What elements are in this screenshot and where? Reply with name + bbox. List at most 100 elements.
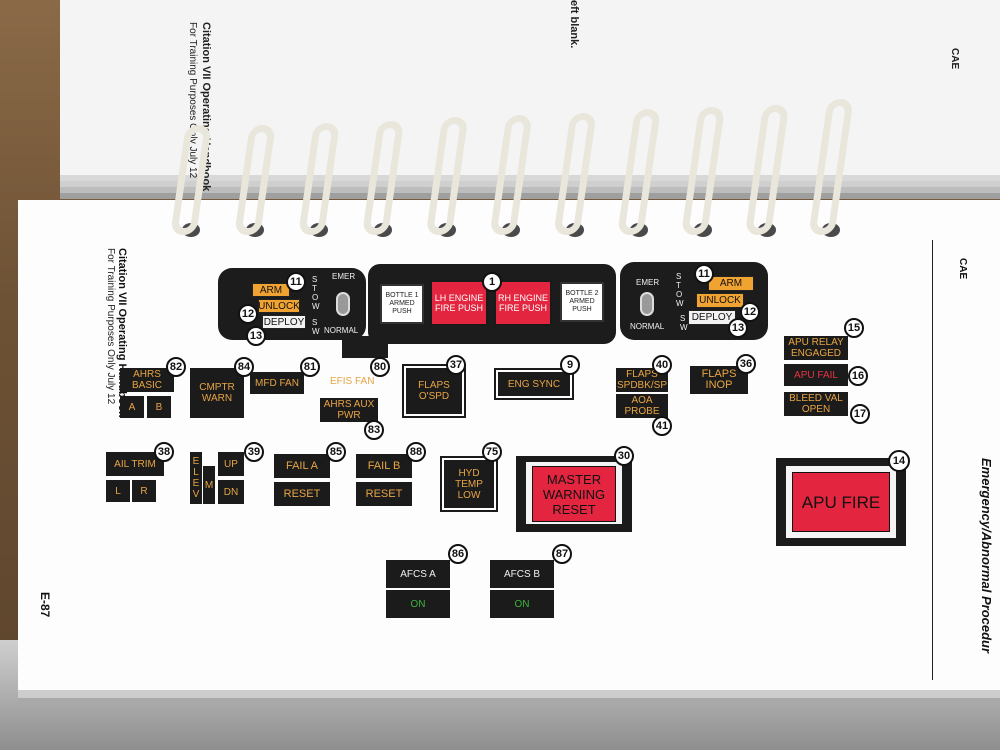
hyd-temp-low-annunciator: HYD TEMP LOW — [440, 456, 498, 512]
apu-relay-engaged-annunciator: APU RELAY ENGAGED — [784, 336, 848, 360]
callout-14: 14 — [888, 450, 910, 472]
afcs-a-on-annunciator: ON — [386, 590, 450, 618]
callout-80: 80 — [370, 357, 390, 377]
ahrs-a-annunciator: A — [120, 396, 144, 418]
callout-30: 30 — [614, 446, 634, 466]
callout-75: 75 — [482, 442, 502, 462]
ring-hole — [758, 223, 776, 237]
right-emer-label: EMER — [636, 278, 660, 287]
eng-sync-annunciator: ENG SYNC — [494, 368, 574, 400]
left-emer-label: EMER — [332, 272, 356, 281]
left-unlock-light: UNLOCK — [258, 299, 300, 313]
left-arm-light: ARM — [252, 283, 290, 297]
callout-83: 83 — [364, 420, 384, 440]
binder-ring — [681, 107, 725, 235]
right-deploy-light: DEPLOY — [688, 310, 736, 325]
callout-1: 1 — [482, 272, 502, 292]
section-title: Emergency/Abnormal Procedur — [979, 458, 994, 654]
binder-ring — [808, 99, 854, 235]
binder-ring — [170, 125, 212, 235]
page-logo: CAE — [957, 258, 968, 280]
callout-88: 88 — [406, 442, 426, 462]
callout-41: 41 — [652, 416, 672, 436]
fail-a-annunciator: FAIL A — [274, 454, 330, 478]
callout-86: 86 — [448, 544, 468, 564]
afcs-b-on-annunciator: ON — [490, 590, 554, 618]
ahrs-b-annunciator: B — [147, 396, 171, 418]
efis-fan-label: EFIS FAN — [330, 376, 375, 387]
callout-9: 9 — [560, 355, 580, 375]
page-number: E-87 — [38, 592, 52, 618]
callout-84: 84 — [234, 357, 254, 377]
binder-ring — [298, 123, 340, 235]
upper-page-logo: CAE — [949, 48, 960, 70]
ahrs-basic-annunciator: AHRS BASIC — [120, 368, 174, 392]
bottle-2-armed-button[interactable]: BOTTLE 2 ARMED PUSH — [560, 282, 604, 322]
left-sw-label: SW — [312, 318, 320, 336]
elev-trim-label: E L E V — [190, 452, 202, 504]
binder-ring — [489, 115, 533, 235]
bleed-val-open-annunciator: BLEED VAL OPEN — [784, 392, 848, 416]
master-warning-reset-button[interactable]: MASTER WARNING RESET — [532, 466, 616, 522]
callout-15: 15 — [844, 318, 864, 338]
cmptr-warn-annunciator: CMPTR WARN — [190, 368, 244, 418]
afcs-a-annunciator: AFCS A — [386, 560, 450, 588]
left-deploy-light: DEPLOY — [262, 315, 306, 329]
callout-11-left: 11 — [286, 272, 306, 292]
left-stow-label: STOW — [312, 275, 320, 311]
right-unlock-light: UNLOCK — [696, 293, 744, 308]
bottle-1-armed-button[interactable]: BOTTLE 1 ARMED PUSH — [380, 284, 424, 324]
ahrs-aux-pwr-annunciator: AHRS AUX PWR — [320, 398, 378, 422]
page-subtitle: For Training Purposes Only July 12 — [105, 248, 116, 405]
apu-fire-button[interactable]: APU FIRE — [792, 472, 890, 532]
callout-36: 36 — [736, 354, 756, 374]
mfd-fan-annunciator: MFD FAN — [250, 372, 304, 394]
ring-hole — [310, 223, 328, 237]
binder-ring — [361, 121, 405, 235]
right-arm-light: ARM — [708, 276, 754, 291]
ail-trim-r-annunciator: R — [132, 480, 156, 502]
aoa-probe-annunciator: AOA PROBE — [616, 394, 668, 418]
right-sw-label: SW — [680, 314, 688, 332]
callout-40: 40 — [652, 355, 672, 375]
ring-hole — [822, 223, 840, 237]
right-emer-toggle-switch[interactable] — [640, 292, 654, 316]
ring-hole — [694, 223, 712, 237]
binder-ring — [617, 109, 661, 235]
left-normal-label: NORMAL — [324, 326, 359, 335]
callout-87: 87 — [552, 544, 572, 564]
binder-rings — [160, 95, 880, 245]
panel-connector — [342, 336, 388, 358]
rh-engine-fire-button[interactable]: RH ENGINE FIRE PUSH — [494, 280, 552, 326]
afcs-b-annunciator: AFCS B — [490, 560, 554, 588]
callout-39: 39 — [244, 442, 264, 462]
ring-hole — [374, 223, 392, 237]
binder-ring — [234, 125, 276, 235]
callout-17: 17 — [850, 404, 870, 424]
callout-38: 38 — [154, 442, 174, 462]
ring-hole — [182, 223, 200, 237]
ring-hole — [630, 223, 648, 237]
ring-hole — [438, 223, 456, 237]
callout-12-right: 12 — [740, 302, 760, 322]
upper-page-blank-note: eft blank. — [568, 0, 580, 49]
callout-13-left: 13 — [246, 326, 266, 346]
elev-trim-m-label: M — [203, 466, 215, 504]
reset-a-button[interactable]: RESET — [274, 482, 330, 506]
callout-16: 16 — [848, 366, 868, 386]
page-divider — [932, 240, 933, 680]
ring-hole — [502, 223, 520, 237]
binder-ring — [744, 105, 790, 235]
callout-85: 85 — [326, 442, 346, 462]
left-emer-toggle-switch[interactable] — [336, 292, 350, 316]
fail-b-annunciator: FAIL B — [356, 454, 412, 478]
callout-37: 37 — [446, 355, 466, 375]
ail-trim-l-annunciator: L — [106, 480, 130, 502]
reset-b-button[interactable]: RESET — [356, 482, 412, 506]
lh-engine-fire-button[interactable]: LH ENGINE FIRE PUSH — [430, 280, 488, 326]
ring-hole — [246, 223, 264, 237]
callout-81: 81 — [300, 357, 320, 377]
apu-fail-annunciator: APU FAIL — [784, 364, 848, 386]
callout-11-right: 11 — [694, 264, 714, 284]
elev-up-annunciator: UP — [218, 452, 244, 476]
